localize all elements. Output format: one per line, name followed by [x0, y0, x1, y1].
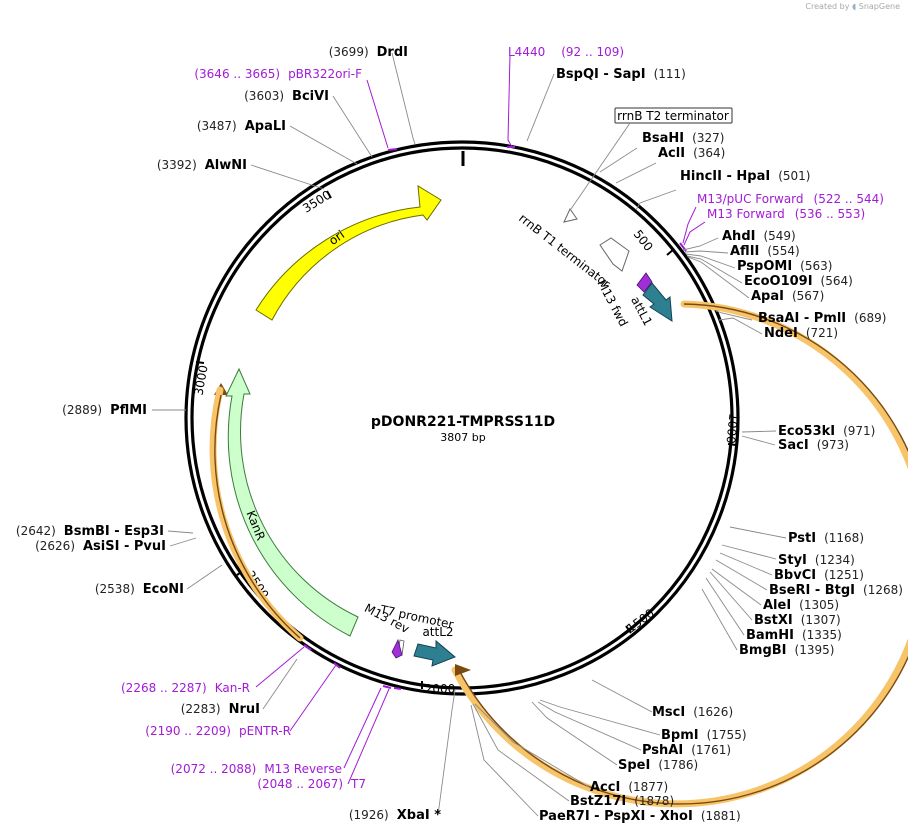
- site-alei: AleI(1305): [763, 598, 839, 613]
- site-pflmi: (2889)PflMI: [62, 403, 147, 418]
- snapgene-logo-icon: ◖: [851, 2, 857, 11]
- site-bsahi: BsaHI(327): [642, 131, 724, 146]
- feature-attl1: [642, 282, 673, 322]
- site-bcivi: (3603)BciVI: [244, 89, 329, 104]
- site-bstxi: BstXI(1307): [754, 613, 841, 628]
- site-saci: SacI(973): [778, 438, 849, 453]
- site-bsmbi: (2642)BsmBI - Esp3I: [16, 524, 164, 539]
- site-psp0mi: PspOMI(563): [737, 259, 832, 274]
- feature-kanr: KanR: [225, 367, 359, 637]
- primer-pbr322ori-f: (3646 .. 3665)pBR322ori-F: [194, 67, 362, 81]
- site-eco0109i: EcoO109I(564): [744, 274, 853, 289]
- feature-m13-rev: [391, 638, 403, 659]
- site-ndei: NdeI(721): [764, 326, 838, 341]
- insert-highlight: [209, 300, 908, 808]
- feature-attl2-group: T7 promoter M13 rev attL2: [362, 601, 456, 667]
- site-ahdi: AhdI(549): [722, 229, 796, 244]
- feature-m13-fwd: [636, 272, 653, 293]
- credit-brand: SnapGene: [858, 2, 900, 11]
- site-pshai: PshAI(1761): [642, 743, 731, 758]
- site-econi: (2538)EcoNI: [95, 582, 184, 597]
- primer-m13-reverse: (2072 .. 2088)M13 Reverse: [171, 762, 342, 776]
- feature-label-rrnb-t2-text: rrnB T2 terminator: [617, 109, 729, 123]
- site-bspqi: BspQI - SapI(111): [556, 67, 686, 82]
- feature-label-rrnb-t1: rrnB T1 terminator: [516, 211, 613, 291]
- primer-t7: (2048 .. 2067)T7: [257, 777, 366, 791]
- tick-1000: 1000: [723, 412, 740, 444]
- site-nrui: (2283)NruI: [181, 702, 260, 717]
- site-leaders: [152, 52, 787, 817]
- plasmid-name: pDONR221-TMPRSS11D: [371, 414, 555, 430]
- site-bmgbi: BmgBI(1395): [739, 643, 834, 658]
- feature-label-m13-fwd: M13 fwd: [594, 277, 630, 329]
- site-bbvci: BbvCI(1251): [774, 568, 864, 583]
- feature-rrnb-t1: rrnB T1 terminator: [516, 211, 630, 291]
- feature-label-rrnb-t2: rrnB T2 terminator: [570, 107, 733, 210]
- site-paer7i: PaeR7I - PspXI - XhoI(1881): [539, 809, 741, 824]
- site-bseri: BseRI - BtgI(1268): [769, 583, 903, 598]
- site-bpmi: BpmI(1755): [661, 728, 747, 743]
- site-xbai: (1926)XbaI *: [349, 808, 441, 823]
- credit-prefix: Created by: [805, 2, 850, 11]
- site-msci: MscI(1626): [652, 705, 733, 720]
- site-spei: SpeI(1786): [618, 758, 698, 773]
- site-psti: PstI(1168): [788, 531, 864, 546]
- tick-2000: 2000: [425, 682, 456, 696]
- feature-label-attl2: attL2: [422, 625, 453, 639]
- primer-m13-forward: M13 Forward(536 .. 553): [707, 207, 865, 221]
- site-bstz17i: BstZ17I(1878): [570, 794, 674, 809]
- site-drdi: (3699)DrdI: [329, 45, 408, 60]
- site-alwni: (3392)AlwNI: [157, 158, 247, 173]
- feature-rrnb-t2: [563, 208, 578, 223]
- tick-3000: 3000: [192, 364, 211, 397]
- primer-l4440: L4440(92 .. 109): [508, 45, 624, 59]
- feature-attl1-group: M13 fwd attL1: [594, 272, 673, 329]
- primer-leaders: [255, 54, 706, 785]
- site-apai: ApaI(567): [751, 289, 824, 304]
- site-bamhi: BamHI(1335): [746, 628, 842, 643]
- site-eco53ki: Eco53kI(971): [778, 424, 875, 439]
- primer-m13-puc-forward: M13/pUC Forward(522 .. 544): [697, 192, 884, 206]
- site-bsaai: BsaAI - PmlI(689): [758, 311, 886, 326]
- plasmid-length: 3807 bp: [440, 431, 485, 444]
- enzyme-sites: (3699)DrdI (3603)BciVI (3487)ApaLI (3392…: [16, 45, 903, 824]
- site-acli: AclI(364): [658, 146, 725, 161]
- site-asisi: (2626)AsiSI - PvuI: [35, 539, 166, 554]
- feature-attl2: [413, 639, 456, 667]
- insert-arrowhead: [455, 664, 471, 676]
- snapgene-credit: Created by ◖ SnapGene: [805, 2, 900, 11]
- primer-pentr-r: (2190 .. 2209)pENTR-R: [145, 724, 291, 738]
- feature-ori: ori: [255, 185, 442, 321]
- site-apali: (3487)ApaLI: [197, 119, 286, 134]
- tick-500: 500: [631, 227, 656, 254]
- site-styi: StyI(1234): [778, 553, 855, 568]
- site-aflii: AflII(554): [730, 244, 800, 259]
- site-acci: AccI(1877): [590, 780, 668, 795]
- primer-labels: L4440(92 .. 109) (3646 .. 3665)pBR322ori…: [121, 45, 884, 791]
- site-hincii: HincII - HpaI(501): [680, 169, 811, 184]
- primer-kan-r: (2268 .. 2287)Kan-R: [121, 681, 250, 695]
